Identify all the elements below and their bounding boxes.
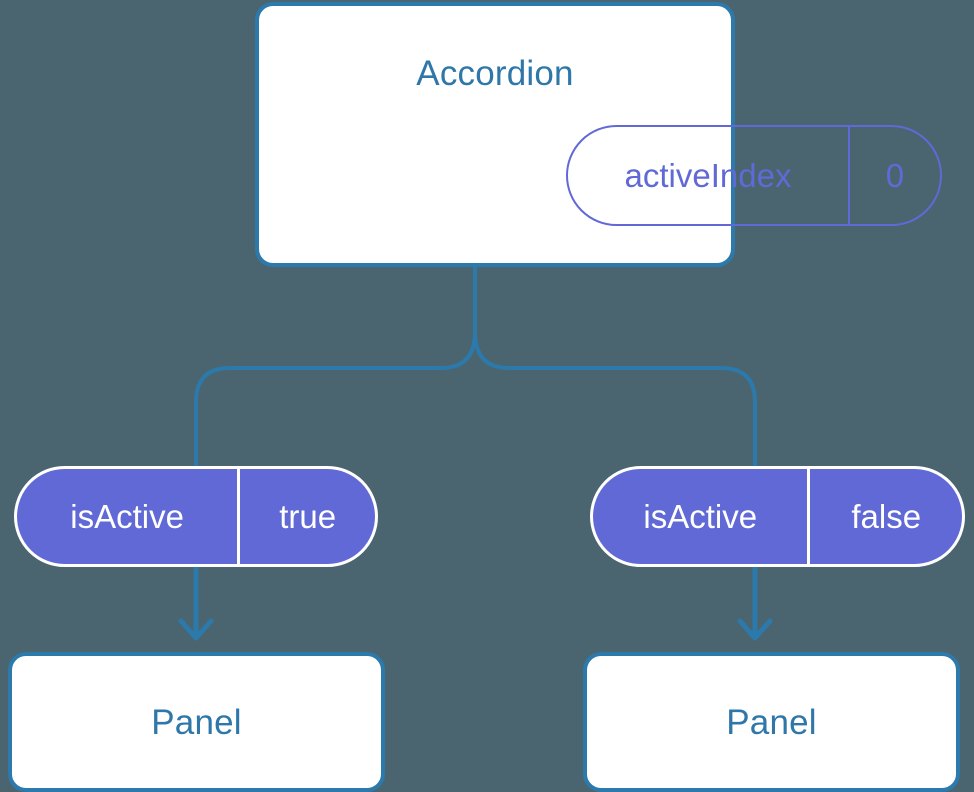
prop-pill-is-active-left[interactable]: isActive true (14, 466, 378, 567)
prop-name-active-index: activeIndex (624, 156, 792, 194)
prop-name-is-active-left: isActive (70, 497, 184, 535)
arrow-left-head (178, 618, 214, 641)
prop-value-is-active-left: true (237, 469, 375, 564)
panel-component-card-left[interactable]: Panel (8, 652, 385, 792)
connector-trunk-split (194, 264, 477, 468)
panel-component-title-right: Panel (726, 702, 817, 742)
diagram-canvas: Accordion activeIndex 0 isActive true is… (8, 2, 965, 792)
prop-name-is-active-right: isActive (643, 497, 758, 535)
arrow-right-head (737, 618, 773, 641)
accordion-component-card[interactable]: Accordion activeIndex 0 (255, 2, 942, 267)
prop-pill-active-index[interactable]: activeIndex 0 (566, 125, 942, 226)
panel-component-title-left: Panel (151, 702, 242, 742)
accordion-component-title: Accordion (416, 54, 574, 93)
prop-pill-is-active-right[interactable]: isActive false (590, 466, 965, 567)
prop-value-active-index: 0 (847, 127, 940, 224)
prop-value-is-active-right: false (807, 469, 962, 564)
connector-trunk-split-right (473, 330, 757, 468)
panel-component-card-right[interactable]: Panel (583, 652, 960, 792)
